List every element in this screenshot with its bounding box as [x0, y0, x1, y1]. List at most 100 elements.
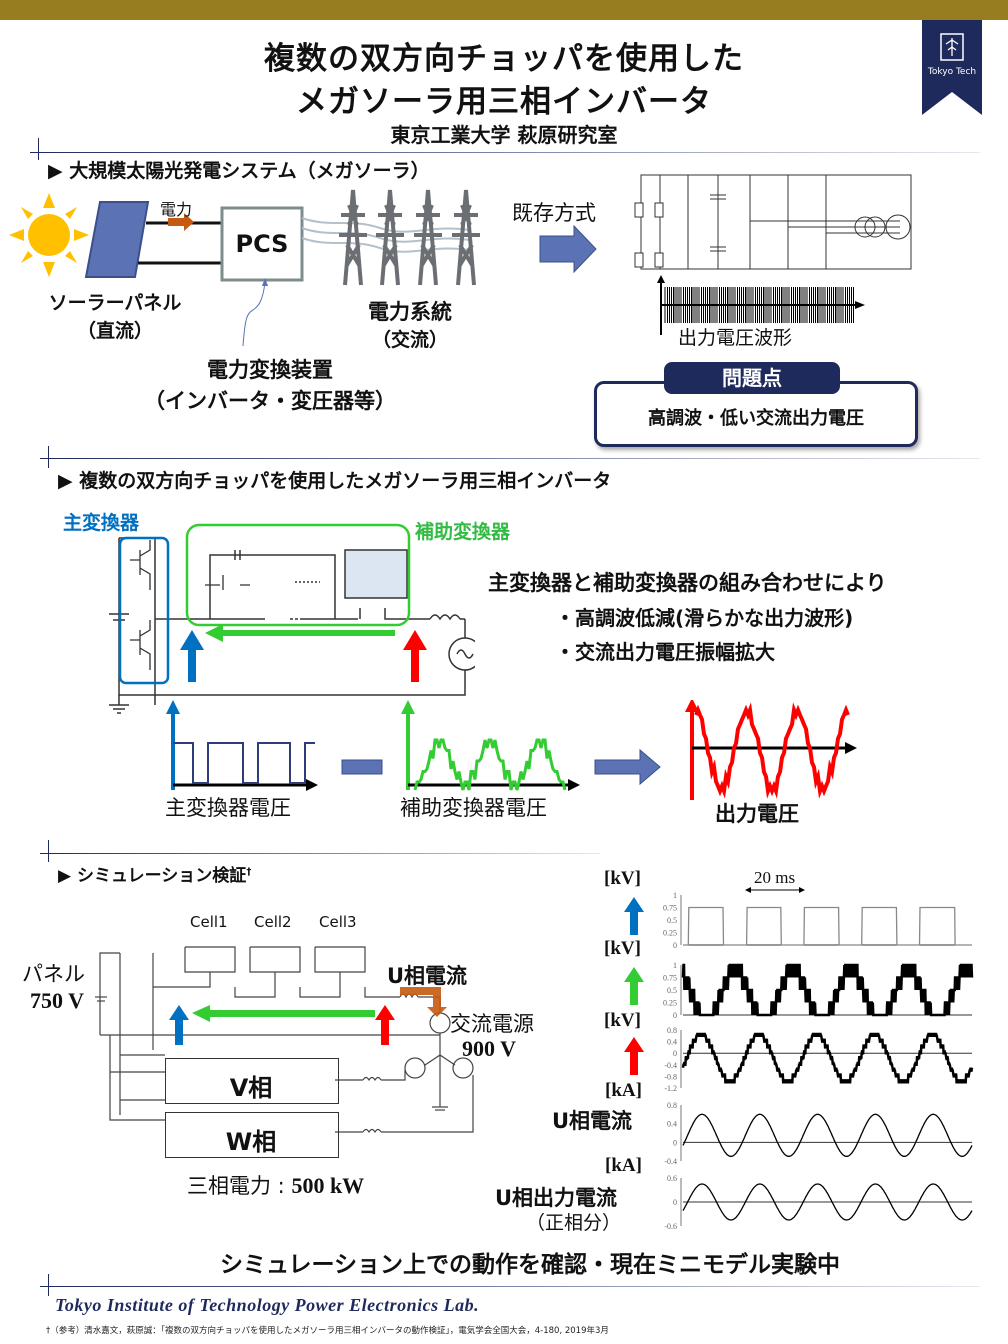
section-divider — [40, 853, 600, 854]
chart-tick-label: 0.25 — [663, 929, 677, 938]
green-arrow — [205, 624, 395, 642]
power-label: 電力 — [160, 200, 193, 219]
cell1-label: Cell1 — [190, 913, 228, 931]
chart-tick-label: -0.4 — [664, 1061, 677, 1070]
existing-arrow — [539, 224, 597, 274]
chart-tick-label: 0.5 — [667, 916, 677, 925]
footnote-mark: † — [246, 866, 252, 878]
chart2-unit: [kV] — [604, 938, 641, 959]
chart-tick-label: 0.8 — [667, 1101, 677, 1110]
pointer-arrow — [242, 278, 268, 347]
w-phase-block — [165, 1112, 339, 1158]
chart-tick-label: 0 — [673, 941, 677, 950]
aux-voltage-wave — [401, 700, 580, 791]
chart1-unit: [kV] — [604, 868, 641, 889]
chart-tick-label: 0 — [673, 1049, 677, 1058]
u-current-label: U相電流 — [387, 964, 468, 988]
chart-tick-label: 0 — [673, 1011, 677, 1020]
three-phase-power-label: 三相電力 : — [187, 1174, 292, 1198]
u-current-arrow — [400, 987, 447, 1017]
chart-tick-label: 0 — [673, 1138, 677, 1147]
chart-tick-label: 0.8 — [667, 1026, 677, 1035]
three-phase-power-value: 500 kW — [291, 1173, 365, 1198]
chart-tick-label: 0.4 — [667, 1038, 677, 1047]
section-marker — [48, 840, 49, 862]
section-marker — [38, 138, 39, 160]
chart1-blue-arrow — [624, 897, 644, 935]
benefit-intro: 主変換器と補助変換器の組み合わせにより — [488, 571, 887, 595]
grid-label: 電力系統 — [368, 300, 452, 324]
converter-sub: （インバータ・変圧器等） — [144, 389, 396, 413]
green-arrow — [192, 1005, 375, 1022]
logo-text: Tokyo Tech — [927, 67, 977, 77]
chart-tick-label: 0 — [673, 1198, 677, 1207]
w-phase-label: W相 — [225, 1128, 277, 1156]
igbt-symbols — [130, 540, 250, 670]
section-divider — [40, 458, 980, 459]
ac-source-label: 交流電源 — [450, 1012, 534, 1036]
chart-tick-label: 0.25 — [663, 999, 677, 1008]
problem-text: 高調波・低い交流出力電圧 — [648, 408, 864, 429]
top-brand-bar — [0, 0, 1008, 20]
section2-heading: ▶ 複数の双方向チョッパを使用したメガソーラ用三相インバータ — [58, 470, 612, 492]
simulation-charts: 1 0.75 0.5 0.25 0 1 0.75 0.5 0.25 0 0.8 0.4 0 -0.4 -0.… — [624, 887, 974, 1230]
section-marker — [48, 1274, 49, 1296]
section-marker — [48, 446, 49, 468]
chart5-unit: [kA] — [605, 1155, 642, 1176]
tokyo-tech-logo — [922, 20, 982, 115]
aux-converter-label: 補助変換器 — [415, 521, 511, 543]
chart-tick-label: 0.75 — [663, 974, 677, 983]
chart5-label: U相出力電流 — [495, 1186, 618, 1210]
transmission-tower-icons — [339, 189, 480, 286]
wave-aux-label: 補助変換器電圧 — [400, 796, 547, 820]
bottom-message: シミュレーション上での動作を確認・現在ミニモデル実験中 — [219, 1252, 841, 1278]
chart-tick-label: 1 — [673, 891, 677, 900]
wave-main-label: 主変換器電圧 — [165, 796, 291, 820]
pcs-box — [220, 206, 304, 282]
chart-series-line — [681, 1032, 974, 1084]
section-divider — [30, 152, 980, 153]
chart-tick-label: 0.6 — [667, 1174, 677, 1183]
existing-method-label: 既存方式 — [512, 201, 596, 225]
chart-series-line — [681, 963, 974, 1017]
main-converter-frame — [118, 536, 170, 685]
benefit-1: ・高調波低減(滑らかな出力波形) — [555, 606, 854, 630]
chart-tick-label: 0.75 — [663, 904, 677, 913]
v-phase-block — [165, 1058, 339, 1104]
lab-name: Tokyo Institute of Technology Power Elec… — [55, 1295, 480, 1315]
footer-divider — [40, 1286, 980, 1287]
solar-panel-label: ソーラーパネル — [48, 292, 182, 314]
main-converter-label: 主変換器 — [63, 512, 140, 534]
chart-tick-label: 0.5 — [667, 986, 677, 995]
blue-arrow — [180, 630, 204, 682]
chart4-label: U相電流 — [552, 1109, 633, 1133]
conventional-waveform — [657, 275, 865, 335]
page-title-line1: 複数の双方向チョッパを使用した — [264, 41, 744, 77]
main-voltage-wave — [166, 700, 318, 791]
waveform-concept — [166, 700, 857, 800]
solar-panel-icon — [84, 201, 150, 278]
waveform-label: 出力電圧波形 — [678, 327, 793, 349]
minus-sign — [341, 759, 383, 775]
solar-system-diagram — [9, 189, 480, 286]
chart-series-line — [682, 1183, 973, 1221]
chart-tick-label: -0.8 — [664, 1072, 677, 1081]
conventional-inverter-circuit — [634, 174, 912, 270]
chart-tick-label: -1.2 — [664, 1084, 677, 1093]
cell2-label: Cell2 — [254, 913, 292, 931]
result-arrow — [594, 748, 661, 786]
ac-source-voltage: 900 V — [462, 1036, 516, 1061]
grid-sub: （交流） — [371, 329, 448, 351]
benefit-2: ・交流出力電圧振幅拡大 — [555, 640, 775, 664]
output-voltage-wave — [685, 700, 857, 800]
panel-label: パネル — [22, 962, 85, 986]
sun-icon — [9, 193, 89, 277]
pcs-label: PCS — [235, 230, 289, 258]
v-phase-label: V相 — [229, 1074, 273, 1102]
panel-voltage: 750 V — [30, 988, 84, 1013]
chart-tick-label: -0.4 — [664, 1157, 677, 1166]
chart-tick-label: 1 — [673, 961, 677, 970]
page-title-line2: メガソーラ用三相インバータ — [296, 84, 712, 120]
chart5-sublabel: （正相分） — [526, 1212, 622, 1234]
problem-heading: 問題点 — [664, 362, 840, 394]
